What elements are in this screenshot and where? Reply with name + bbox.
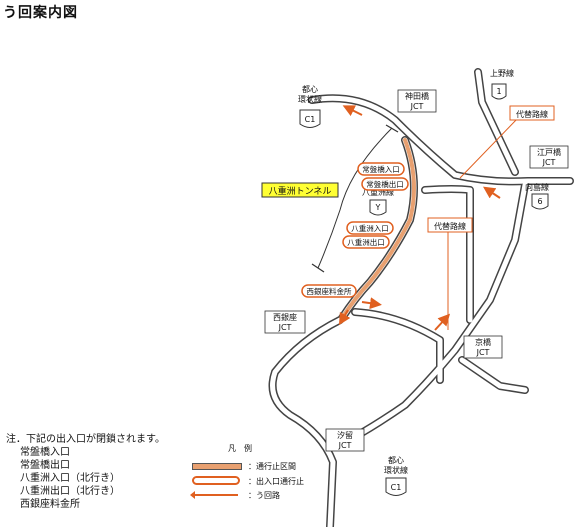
closed-section-swatch <box>192 463 242 470</box>
route-yaesu: 八重洲線 Y <box>362 187 394 216</box>
svg-text:代替路線: 代替路線 <box>434 221 466 231</box>
tunnel-label: 八重洲トンネル <box>261 182 339 198</box>
svg-text:西銀座料金所: 西銀座料金所 <box>307 286 352 296</box>
svg-text:江戸橋: 江戸橋 <box>537 147 561 157</box>
expressway-network <box>268 68 574 527</box>
route-toshin-bottom: 都心 環状線 C1 <box>384 456 408 496</box>
svg-text:JCT: JCT <box>476 348 490 357</box>
route-mukojima: 向島線 6 <box>525 182 549 210</box>
svg-text:汐留: 汐留 <box>337 430 353 440</box>
svg-text:環状線: 環状線 <box>298 94 322 104</box>
svg-text:八重洲トンネル: 八重洲トンネル <box>269 185 332 197</box>
svg-text:八重洲出口: 八重洲出口 <box>347 237 385 247</box>
svg-text:上野線: 上野線 <box>490 68 514 78</box>
note-item: 西銀座料金所 <box>20 499 80 510</box>
jct-shiodome: 汐留 JCT <box>325 428 365 452</box>
closure-note: 注．下記の出入口が閉鎖されます。 常盤橋入口 常盤橋出口 八重洲入口（北行き） … <box>6 433 165 511</box>
legend-ramp-closed: ：出入口通行止 <box>192 475 322 487</box>
ramp-closed-swatch <box>192 476 240 485</box>
ramp-tokiwabashi-entrance: 常盤橋入口 <box>357 162 405 176</box>
closed-section <box>340 138 416 320</box>
ramp-yaesu-exit: 八重洲出口 <box>342 235 390 249</box>
legend-heading: 凡例 <box>228 444 260 453</box>
svg-text:向島線: 向島線 <box>525 182 549 192</box>
svg-text:八重洲線: 八重洲線 <box>362 187 394 197</box>
alt-route-label-1: 代替路線 <box>509 105 555 121</box>
svg-text:JCT: JCT <box>542 158 556 167</box>
svg-text:西銀座: 西銀座 <box>273 312 297 322</box>
svg-text:C1: C1 <box>391 483 402 492</box>
svg-text:常盤橋出口: 常盤橋出口 <box>366 179 404 189</box>
svg-text:神田橋: 神田橋 <box>405 91 429 101</box>
jct-edobashi: 江戸橋 JCT <box>529 145 569 169</box>
detour-arrow-icon <box>190 491 238 499</box>
svg-text:1: 1 <box>496 87 501 96</box>
svg-text:Y: Y <box>375 203 381 212</box>
note-item: 八重洲出口（北行き） <box>20 486 120 497</box>
svg-text:八重洲入口: 八重洲入口 <box>351 224 389 233</box>
svg-text:都心: 都心 <box>302 85 318 94</box>
svg-text:JCT: JCT <box>410 102 424 111</box>
svg-text:C1: C1 <box>305 115 316 124</box>
ramp-yaesu-entrance: 八重洲入口 <box>346 221 394 235</box>
note-item: 常盤橋出口 <box>20 460 70 471</box>
jct-kyobashi: 京橋 JCT <box>463 335 503 359</box>
tunnel-extent-bracket <box>317 127 393 269</box>
note-heading: 注．下記の出入口が閉鎖されます。 <box>6 434 165 445</box>
legend-closed-section: ：通行止区間 <box>192 460 322 472</box>
svg-text:環状線: 環状線 <box>384 465 408 475</box>
svg-text:6: 6 <box>537 197 542 206</box>
svg-text:常盤橋入口: 常盤橋入口 <box>362 164 400 174</box>
jct-nishiginza: 西銀座 JCT <box>264 310 306 334</box>
ramp-nishiginza-tollgate: 西銀座料金所 <box>301 284 357 298</box>
route-ueno: 上野線 1 <box>490 68 514 100</box>
svg-text:JCT: JCT <box>278 323 292 332</box>
svg-text:京橋: 京橋 <box>475 337 491 347</box>
route-toshin-top: 都心 環状線 C1 <box>298 85 322 128</box>
legend-detour: ：う回路 <box>190 489 322 501</box>
jct-kandabashi: 神田橋 JCT <box>397 89 437 113</box>
ramp-labels: 常盤橋入口 常盤橋出口 八重洲入口 八重洲出口 西銀座料金所 <box>301 162 409 298</box>
svg-text:都心: 都心 <box>388 456 404 465</box>
note-item: 常盤橋入口 <box>20 447 70 458</box>
map-title: う回案内図 <box>3 5 78 21</box>
alt-route-label-2: 代替路線 <box>427 217 473 233</box>
svg-text:JCT: JCT <box>338 441 352 450</box>
svg-text:代替路線: 代替路線 <box>516 109 548 119</box>
detour-arrows <box>338 105 501 331</box>
note-item: 八重洲入口（北行き） <box>20 473 120 484</box>
ramp-tokiwabashi-exit: 常盤橋出口 <box>361 177 409 191</box>
